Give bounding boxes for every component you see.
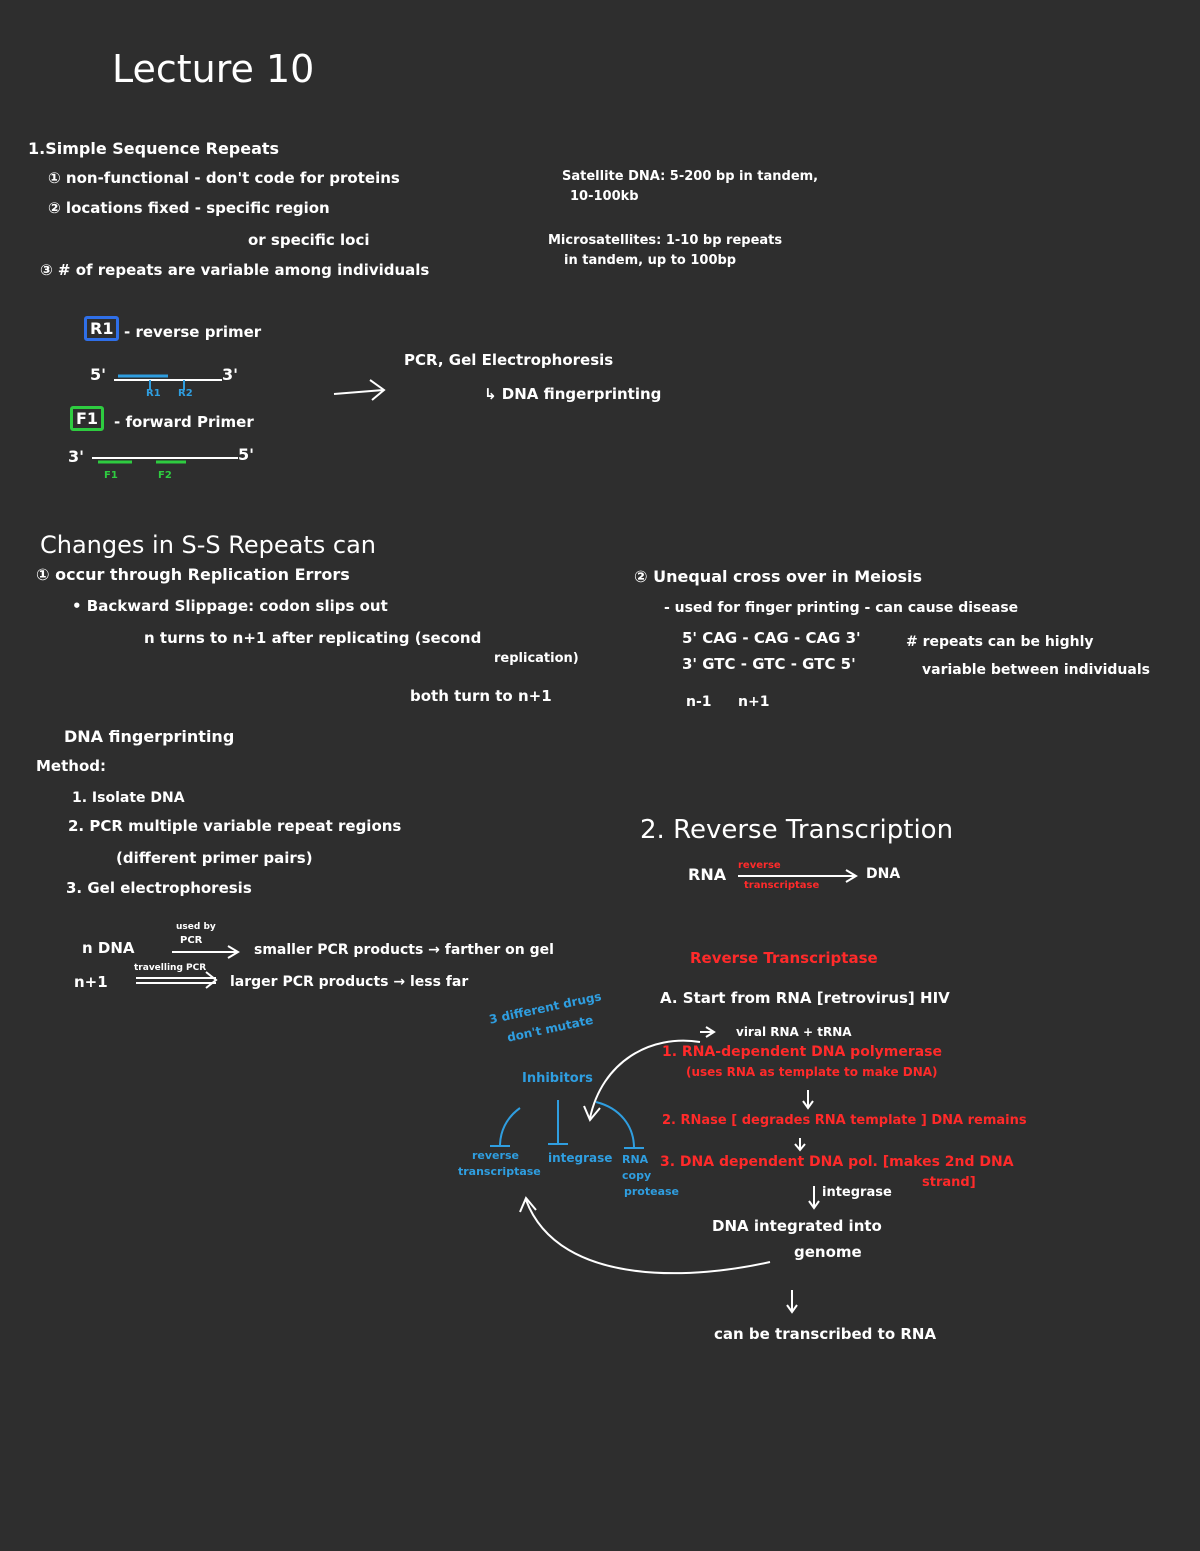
ssr-heading: 1.Simple Sequence Repeats <box>28 139 280 158</box>
viral-rna: viral RNA + tRNA <box>736 1025 852 1039</box>
inhibitor-branch-left <box>499 1107 521 1147</box>
sequence-top: 5' CAG - CAG - CAG 3' <box>682 629 861 647</box>
arrow-annotation-1: used by <box>176 922 216 932</box>
slippage-result: both turn to n+1 <box>410 687 552 705</box>
satellite-note-cont: 10-100kb <box>570 189 639 204</box>
n-plus-label: n+1 <box>738 694 770 710</box>
backward-slippage: • Backward Slippage: codon slips out <box>72 597 388 615</box>
rt-step-1: 1. RNA-dependent DNA polymerase <box>662 1044 942 1060</box>
tick-r1-label: R1 <box>146 388 161 399</box>
method-step-2-cont: (different primer pairs) <box>116 849 313 867</box>
strand-top-3-label: 3' <box>222 365 239 384</box>
n-dna-label: n DNA <box>82 939 135 957</box>
rt-heading: 2. Reverse Transcription <box>640 815 954 845</box>
dna-integrated: DNA integrated into <box>712 1217 882 1235</box>
reverse-primer-box: R1 <box>84 316 120 341</box>
forward-primer-box: F1 <box>70 406 105 431</box>
arrow-annotation-3: travelling PCR <box>134 963 207 973</box>
rt-step-3: 3. DNA dependent DNA pol. [makes 2nd DNA <box>660 1154 1014 1170</box>
inhibitor-target-protease-3: protease <box>624 1185 680 1198</box>
dna-integrated-cont: genome <box>794 1243 862 1261</box>
strand-top-5-label: 5' <box>90 365 107 384</box>
cycle-arrow-bottom <box>525 1199 771 1275</box>
rt-step-1-detail: (uses RNA as template to make DNA) <box>686 1065 938 1079</box>
inhibitor-target-protease-1: RNA <box>622 1153 649 1166</box>
ssr-item-1: ① non-functional - don't code for protei… <box>48 169 400 187</box>
rt-start: A. Start from RNA [retrovirus] HIV <box>660 989 950 1007</box>
rt-subheading: Reverse Transcriptase <box>690 949 878 967</box>
dna-label: DNA <box>866 866 901 882</box>
page-title: Lecture 10 <box>112 47 315 91</box>
integrase-label: integrase <box>822 1185 892 1200</box>
rna-label: RNA <box>688 865 727 884</box>
larger-products: larger PCR products → less far <box>230 974 469 990</box>
forward-primer-label: - forward Primer <box>114 413 254 431</box>
dna-fingerprinting-link: ↳ DNA fingerprinting <box>484 385 662 403</box>
n-minus-label: n-1 <box>686 694 712 710</box>
inhibitor-branch-right <box>595 1101 635 1149</box>
changes-item-1: ① occur through Replication Errors <box>36 565 350 584</box>
inhibitor-target-integrase: integrase <box>548 1151 613 1165</box>
n-plus-one-label: n+1 <box>74 973 108 991</box>
tick-r2-label: R2 <box>178 388 193 399</box>
pcr-gel-label: PCR, Gel Electrophoresis <box>404 351 614 369</box>
transcribed-to-rna: can be transcribed to RNA <box>714 1325 937 1343</box>
rt-step-2: 2. RNase [ degrades RNA template ] DNA r… <box>662 1113 1027 1128</box>
fingerprinting-heading: DNA fingerprinting <box>64 727 235 746</box>
smaller-products: smaller PCR products → farther on gel <box>254 942 554 958</box>
tick-f2-label: F2 <box>158 470 172 481</box>
method-step-1: 1. Isolate DNA <box>72 790 185 806</box>
satellite-note: Satellite DNA: 5-200 bp in tandem, <box>562 169 819 184</box>
rt-step-3-cont: strand] <box>922 1175 976 1190</box>
ssr-item-3: ③ # of repeats are variable among indivi… <box>40 261 430 279</box>
tick-f1-label: F1 <box>104 470 118 481</box>
strand-bottom-5-label: 5' <box>238 445 255 464</box>
microsatellite-note: Microsatellites: 1-10 bp repeats <box>548 233 783 248</box>
changes-item-2: ② Unequal cross over in Meiosis <box>634 567 922 586</box>
arrow-annotation-2: PCR <box>180 935 203 946</box>
changes-heading: Changes in S-S Repeats can <box>40 531 377 559</box>
repeat-variability-note-cont: variable between individuals <box>922 662 1150 678</box>
enzyme-label-2: transcriptase <box>744 880 820 891</box>
unequal-crossover-note: - used for finger printing - can cause d… <box>664 600 1019 616</box>
reverse-primer-label: - reverse primer <box>124 323 262 341</box>
arrow-to-pcr-head <box>369 379 386 401</box>
microsatellite-note-cont: in tandem, up to 100bp <box>564 253 737 268</box>
method-label: Method: <box>36 757 106 775</box>
ssr-item-2-cont: or specific loci <box>248 231 370 249</box>
strand-bottom-3-label: 3' <box>68 447 85 466</box>
slippage-detail: n turns to n+1 after replicating (second <box>144 629 482 647</box>
inhibitor-target-protease-2: copy <box>622 1169 652 1182</box>
arrow-to-pcr <box>333 389 385 395</box>
method-step-3: 3. Gel electrophoresis <box>66 879 252 897</box>
repeat-variability-note: # repeats can be highly <box>906 634 1094 650</box>
method-step-2: 2. PCR multiple variable repeat regions <box>68 817 402 835</box>
enzyme-label-1: reverse <box>738 860 781 871</box>
sequence-bottom: 3' GTC - GTC - GTC 5' <box>682 655 856 673</box>
ssr-item-2: ② locations fixed - specific region <box>48 199 330 217</box>
slippage-detail-cont: replication) <box>494 651 579 666</box>
inhibitor-target-rt-1: reverse <box>472 1149 519 1162</box>
inhibitor-target-rt-2: transcriptase <box>458 1165 541 1178</box>
inhibitors-label: Inhibitors <box>522 1071 593 1086</box>
